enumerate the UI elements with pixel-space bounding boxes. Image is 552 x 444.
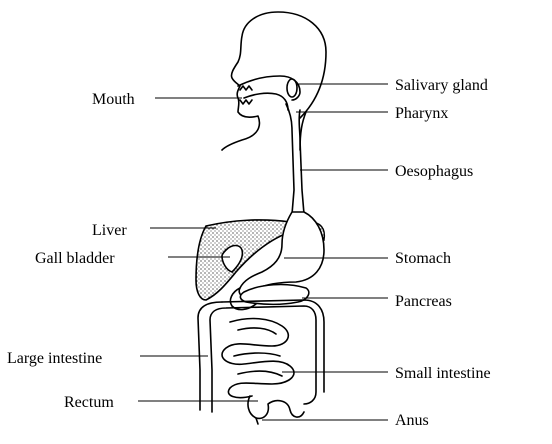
lower-teeth: [239, 99, 253, 105]
stomach-organ: [238, 211, 325, 297]
label-salivary-gland: Salivary gland: [395, 77, 488, 94]
label-gall-bladder: Gall bladder: [35, 250, 115, 267]
label-stomach: Stomach: [395, 250, 451, 267]
large-intestine-wall: [221, 299, 325, 393]
small-intestine-organ: [221, 317, 295, 399]
upper-teeth: [239, 85, 253, 91]
tongue: [243, 92, 289, 111]
label-mouth: Mouth: [92, 91, 135, 108]
oesophagus-organ: [298, 109, 305, 215]
label-pharynx: Pharynx: [395, 105, 448, 122]
label-liver: Liver: [92, 222, 127, 239]
label-large-intestine: Large intestine: [7, 350, 102, 367]
large-intestine-organ: [209, 305, 317, 413]
anus-organ: [255, 417, 259, 425]
small-intestine-coil: [233, 327, 283, 377]
gall-bladder-organ: [221, 244, 244, 273]
label-small-intestine: Small intestine: [395, 365, 491, 382]
label-rectum: Rectum: [64, 394, 114, 411]
label-pancreas: Pancreas: [395, 293, 452, 310]
label-oesophagus: Oesophagus: [395, 163, 473, 180]
label-anus: Anus: [395, 412, 429, 429]
rectum-organ: [247, 395, 305, 420]
liver-organ: [195, 219, 291, 301]
salivary-gland-organ: [286, 78, 298, 98]
pharynx-organ: [285, 103, 295, 215]
head-outline: [221, 11, 327, 151]
large-intestine-inner: [197, 301, 223, 411]
pancreas-organ: [239, 283, 310, 306]
